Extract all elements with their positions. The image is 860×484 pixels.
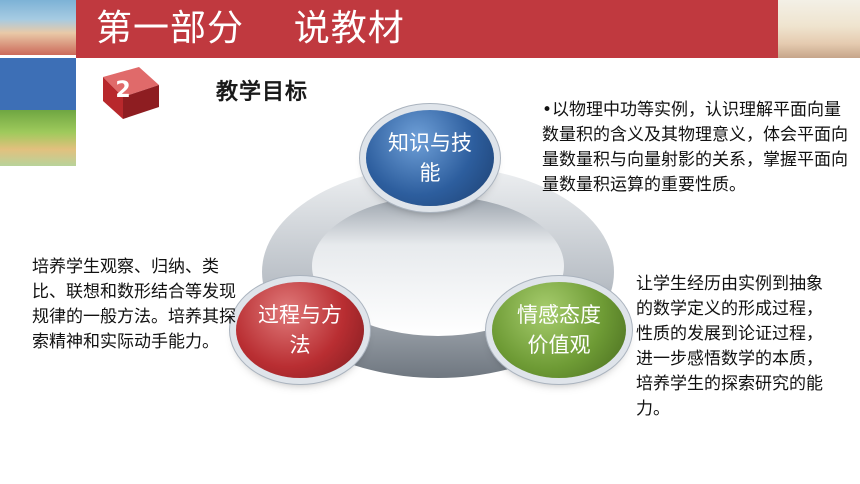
section-number: 2 xyxy=(115,78,131,103)
header-bar xyxy=(76,0,778,58)
process-description: 培养学生观察、归纳、类比、联想和数形结合等发现规律的一般方法。培养其探索精神和实… xyxy=(32,257,236,352)
child-photo-top-right xyxy=(778,0,860,58)
section-heading: 教学目标 xyxy=(216,80,309,105)
page-title: 第一部分 说教材 xyxy=(96,8,405,49)
child-photo-bottom-left xyxy=(0,110,76,166)
process-methods-node: 过程与方法 xyxy=(236,282,364,378)
knowledge-skills-node: 知识与技能 xyxy=(366,110,494,206)
decorative-blue-block xyxy=(0,58,76,110)
emotion-values-node: 情感态度价值观 xyxy=(492,282,626,378)
emotion-description: 让学生经历由实例到抽象的数学定义的形成过程，性质的发展到论证过程，进一步感悟数学… xyxy=(636,274,823,419)
section-number-cube-icon xyxy=(103,67,159,119)
knowledge-skills-label: 知识与技能 xyxy=(388,131,472,185)
emotion-values-label: 情感态度价值观 xyxy=(517,303,601,357)
child-photo-top-left xyxy=(0,0,76,55)
process-methods-label: 过程与方法 xyxy=(258,303,342,357)
knowledge-description: •以物理中功等实例，认识理解平面向量数量积的含义及其物理意义，体会平面向量数量积… xyxy=(542,100,848,195)
